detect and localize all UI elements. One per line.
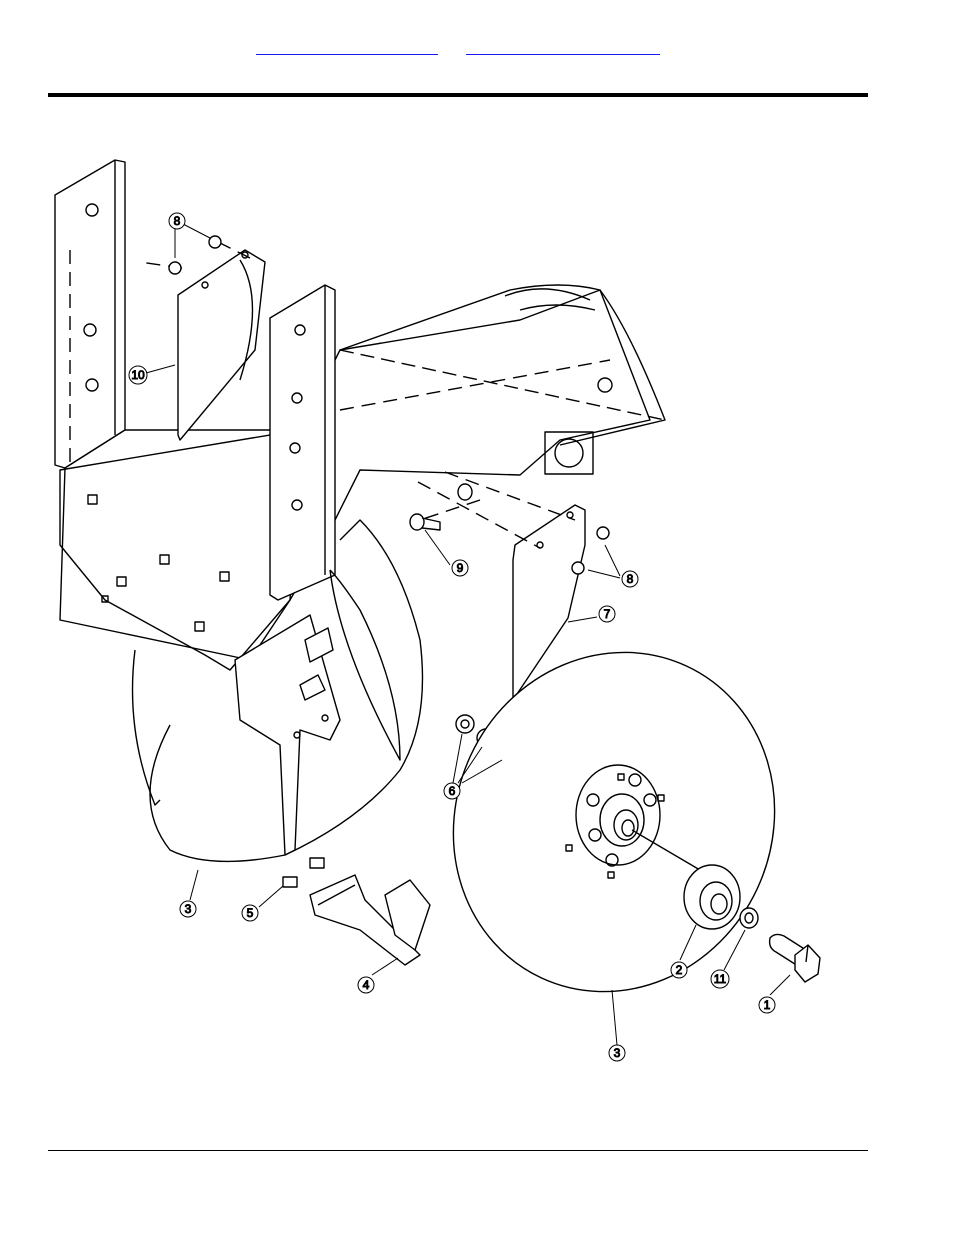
bolt-9 xyxy=(410,484,472,530)
callout-6: 6 xyxy=(444,783,460,799)
svg-text:8: 8 xyxy=(174,214,181,228)
svg-text:2: 2 xyxy=(676,963,683,977)
callout-9: 9 xyxy=(452,560,468,576)
svg-text:9: 9 xyxy=(457,561,464,575)
callout-10: 10 xyxy=(129,366,147,384)
callout-1: 1 xyxy=(759,997,775,1013)
bottom-rule xyxy=(48,1150,868,1151)
washer-11 xyxy=(740,908,758,928)
callout-11: 11 xyxy=(711,970,729,988)
svg-text:7: 7 xyxy=(604,607,611,621)
svg-text:10: 10 xyxy=(131,368,145,382)
svg-text:1: 1 xyxy=(764,998,771,1012)
scraper-blade-4 xyxy=(310,875,430,965)
svg-text:4: 4 xyxy=(363,978,370,992)
callout-8-top: 8 xyxy=(169,213,185,229)
scraper-left xyxy=(178,250,265,440)
mounting-plate-left xyxy=(55,160,125,468)
svg-text:5: 5 xyxy=(247,906,254,920)
shank-arm xyxy=(235,615,340,855)
svg-text:11: 11 xyxy=(714,972,727,986)
callout-2: 2 xyxy=(671,962,687,978)
svg-text:3: 3 xyxy=(185,902,192,916)
callout-7: 7 xyxy=(599,606,615,622)
svg-text:8: 8 xyxy=(627,572,634,586)
dust-cap-2 xyxy=(684,865,740,929)
callout-3-left: 3 xyxy=(180,901,196,917)
svg-text:3: 3 xyxy=(614,1046,621,1060)
callout-3-bottom: 3 xyxy=(609,1045,625,1061)
spacers-5 xyxy=(283,858,324,887)
main-frame xyxy=(60,285,665,670)
bolt-1 xyxy=(770,934,820,982)
callout-5: 5 xyxy=(242,905,258,921)
svg-text:6: 6 xyxy=(449,784,456,798)
callout-8-right: 8 xyxy=(622,571,638,587)
callout-4: 4 xyxy=(358,977,374,993)
mounting-plate-right xyxy=(270,285,335,600)
